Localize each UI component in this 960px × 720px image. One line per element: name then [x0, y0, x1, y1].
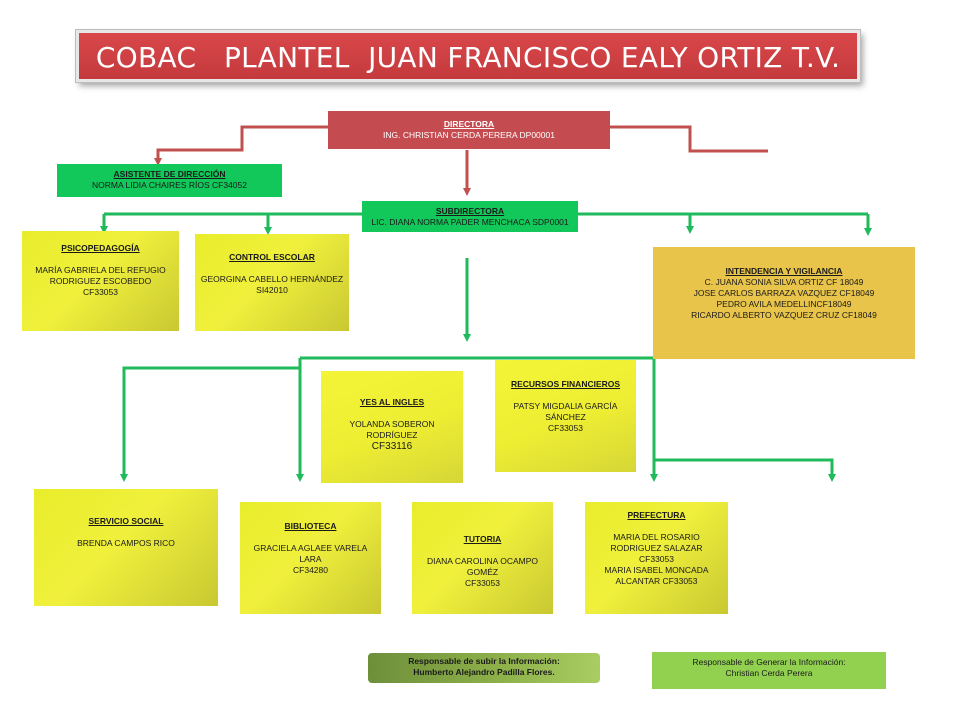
red-connectors [154, 125, 768, 196]
psicopedagogia-line-3: CF33053 [83, 287, 118, 297]
intendencia-box: INTENDENCIA Y VIGILANCIA C. JUANA SONIA … [653, 247, 915, 359]
servicio-social-line-1: BRENDA CAMPOS RICO [77, 538, 175, 548]
psicopedagogia-box: PSICOPEDAGOGÍA MARÍA GABRIELA DEL REFUGI… [22, 231, 179, 331]
yes-al-ingles-box: YES AL INGLES YOLANDA SOBERON RODRÍGUEZ … [321, 371, 463, 483]
responsable-generar-label: Responsable de Generar la Información: [692, 657, 846, 667]
yes-al-ingles-line-3: CF33116 [371, 441, 413, 452]
prefectura-line-4: MARIA ISABEL MONCADA [604, 565, 709, 575]
tutoria-title: TUTORIA [463, 534, 502, 544]
control-escolar-box: CONTROL ESCOLAR GEORGINA CABELLO HERNÁND… [195, 234, 349, 331]
asistente-box: ASISTENTE DE DIRECCIÓN NORMA LIDIA CHAIR… [57, 164, 282, 197]
tutoria-line-2: GOMÉZ [466, 567, 499, 577]
psicopedagogia-title: PSICOPEDAGOGÍA [61, 243, 140, 253]
tutoria-line-1: DIANA CAROLINA OCAMPO [427, 556, 538, 566]
prefectura-line-2: RODRIGUEZ SALAZAR [610, 543, 703, 553]
asistente-name: NORMA LIDIA CHAIRES RÍOS CF34052 [92, 180, 247, 190]
recursos-financieros-box: RECURSOS FINANCIEROS PATSY MIGDALIA GARC… [495, 360, 636, 472]
psicopedagogia-line-2: RODRIGUEZ ESCOBEDO [49, 276, 152, 286]
intendencia-line-4: RICARDO ALBERTO VAZQUEZ CRUZ CF18049 [691, 310, 877, 320]
biblioteca-line-2: LARA [299, 554, 322, 564]
control-escolar-title: CONTROL ESCOLAR [229, 252, 315, 262]
connector-to-asistente [154, 125, 328, 166]
biblioteca-line-3: CF34280 [293, 565, 328, 575]
yes-al-ingles-line-2: RODRÍGUEZ [366, 430, 418, 440]
directora-title: DIRECTORA [443, 119, 495, 129]
recursos-financieros-title: RECURSOS FINANCIEROS [510, 379, 621, 389]
control-escolar-line-2: SI42010 [256, 285, 288, 295]
psicopedagogia-line-1: MARÍA GABRIELA DEL REFUGIO [35, 265, 166, 275]
responsable-subir-name: Humberto Alejandro Padilla Flores. [413, 667, 555, 677]
tutoria-box: TUTORIA DIANA CAROLINA OCAMPO GOMÉZ CF33… [412, 502, 553, 614]
intendencia-line-1: C. JUANA SONIA SILVA ORTIZ CF 18049 [704, 277, 864, 287]
servicio-social-title: SERVICIO SOCIAL [88, 516, 164, 526]
prefectura-title: PREFECTURA [627, 510, 686, 520]
responsable-generar-name: Christian Cerda Perera [725, 668, 813, 678]
biblioteca-title: BIBLIOTECA [284, 521, 337, 531]
recursos-financieros-line-1: PATSY MIGDALIA GARCÍA [513, 401, 618, 411]
directora-box: DIRECTORA ING. CHRISTIAN CERDA PERERA DP… [328, 111, 610, 149]
page-title: COBAC PLANTEL JUAN FRANCISCO EALY ORTIZ … [95, 41, 841, 74]
prefectura-line-5: ALCANTAR CF33053 [615, 576, 698, 586]
intendencia-line-3: PEDRO AVILA MEDELLINCF18049 [716, 299, 852, 309]
asistente-title: ASISTENTE DE DIRECCIÓN [113, 169, 226, 179]
servicio-social-box: SERVICIO SOCIAL BRENDA CAMPOS RICO [34, 489, 218, 606]
title-banner: COBAC PLANTEL JUAN FRANCISCO EALY ORTIZ … [76, 30, 860, 82]
prefectura-line-3: CF33053 [639, 554, 674, 564]
responsable-generar-box: Responsable de Generar la Información: C… [652, 652, 886, 689]
subdirectora-title: SUBDIRECTORA [435, 206, 505, 216]
recursos-financieros-line-2: SÁNCHEZ [545, 412, 586, 422]
prefectura-line-1: MARIA DEL ROSARIO [613, 532, 700, 542]
intendencia-line-2: JOSE CARLOS BARRAZA VAZQUEZ CF18049 [693, 288, 875, 298]
responsable-subir-label: Responsable de subir la Información: [408, 656, 560, 666]
yes-al-ingles-line-1: YOLANDA SOBERON [349, 419, 435, 429]
control-escolar-line-1: GEORGINA CABELLO HERNÁNDEZ [200, 274, 344, 284]
prefectura-box: PREFECTURA MARIA DEL ROSARIO RODRIGUEZ S… [585, 502, 728, 614]
yes-al-ingles-title: YES AL INGLES [359, 397, 425, 407]
intendencia-title: INTENDENCIA Y VIGILANCIA [725, 266, 843, 276]
recursos-financieros-line-3: CF33053 [548, 423, 583, 433]
connector-to-far-right [654, 458, 836, 482]
tutoria-line-3: CF33053 [465, 578, 500, 588]
connector-to-servicio-social [120, 358, 302, 482]
biblioteca-box: BIBLIOTECA GRACIELA AGLAEE VARELA LARA C… [240, 502, 381, 614]
subdirectora-name: LIC. DIANA NORMA PADER MENCHACA SDP0001 [371, 217, 569, 227]
directora-name: ING. CHRISTIAN CERDA PERERA DP00001 [383, 130, 555, 140]
biblioteca-line-1: GRACIELA AGLAEE VARELA [253, 543, 368, 553]
responsable-subir-box: Responsable de subir la Información: Hum… [368, 653, 600, 683]
subdirectora-box: SUBDIRECTORA LIC. DIANA NORMA PADER MENC… [362, 201, 578, 232]
connector-right-branch [610, 125, 768, 153]
